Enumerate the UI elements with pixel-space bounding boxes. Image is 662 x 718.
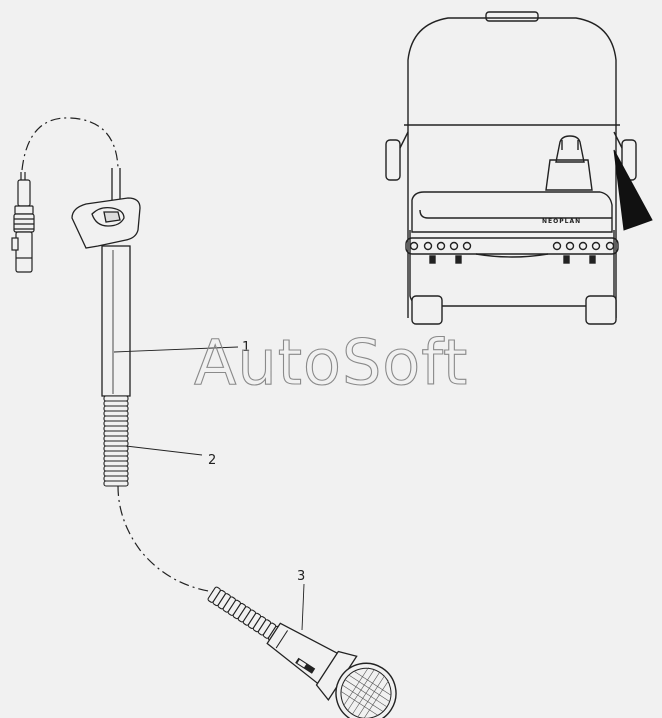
gooseneck-segment [103,460,129,467]
gooseneck-segment [103,430,129,437]
gooseneck-segment [103,480,129,487]
location-arrow [613,149,653,231]
bus-brand-label: NEOPLAN [542,218,581,225]
gooseneck-segment [103,470,129,477]
gooseneck-segment [103,400,129,407]
watermark: AutoSoft [194,326,468,399]
gooseneck-segment [103,475,129,482]
gooseneck-segment [103,395,129,402]
handheld-microphone [207,586,397,718]
callout-3: 3 [297,569,305,584]
gooseneck-segment [103,420,129,427]
gooseneck-segment [103,450,129,457]
gooseneck-segment [103,455,129,462]
callout-1: 1 [242,340,250,355]
gooseneck-segment [103,465,129,472]
connector-cable [11,117,119,273]
gooseneck-segment [103,445,129,452]
gooseneck-segment [103,425,129,432]
microphone-cable [117,485,215,593]
gooseneck-segment [103,440,129,447]
gooseneck [103,395,129,487]
callout-2: 2 [208,453,216,468]
gooseneck-segment [103,410,129,417]
bus-front-view [385,11,637,325]
gooseneck-segment [103,435,129,442]
gooseneck-segment [103,405,129,412]
gooseneck-segment [103,415,129,422]
holder-tube [71,168,141,397]
leader-lines [113,346,305,631]
